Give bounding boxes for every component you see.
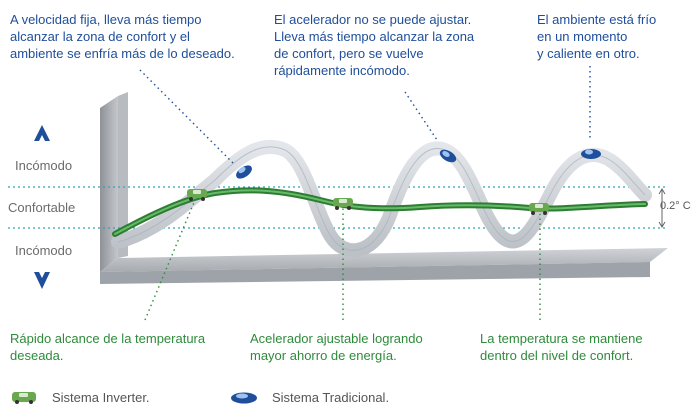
chevron-up-icon	[34, 125, 50, 141]
car-inverter-icon	[529, 203, 549, 215]
tolerance-arrow	[658, 188, 666, 228]
floor	[100, 248, 668, 272]
car-traditional-icon	[581, 149, 601, 159]
annotation-no-adjust: El acelerador no se puede ajustar. Lleva…	[274, 12, 475, 78]
leader-lines-top	[139, 66, 591, 166]
car-traditional-icon	[439, 149, 457, 163]
car-inverter-icon	[187, 189, 207, 201]
legend-inverter-car-icon	[12, 392, 36, 404]
annotation-adjustable: Acelerador ajustable logrando mayor ahor…	[250, 331, 423, 363]
chevron-down-icon	[34, 272, 50, 289]
zone-label-comfort: Confortable	[8, 200, 76, 215]
legend-traditional-label: Sistema Tradicional.	[272, 390, 390, 405]
annotation-hot-cold: El ambiente está frío en un momento y ca…	[537, 12, 657, 61]
traditional-wave	[111, 139, 652, 258]
back-wall-edge	[118, 92, 128, 258]
leader-lines-bottom	[144, 199, 541, 321]
annotation-keeps-comfort: La temperatura se mantiene dentro del ni…	[480, 331, 643, 363]
tolerance-label: 0.2° C	[660, 200, 691, 212]
legend-traditional-car-icon	[231, 392, 257, 404]
legend-inverter-label: Sistema Inverter.	[52, 390, 150, 405]
car-traditional-icon	[236, 165, 252, 179]
floor-front	[100, 262, 650, 284]
zone-label-top: Incómodo	[15, 158, 73, 173]
car-inverter-icon	[333, 198, 353, 210]
annotation-fast-reach: Rápido alcance de la temperatura deseada…	[10, 331, 206, 363]
annotation-fixed-speed: A velocidad fija, lleva más tiempo alcan…	[10, 12, 235, 61]
zone-label-bottom: Incómodo	[15, 243, 73, 258]
